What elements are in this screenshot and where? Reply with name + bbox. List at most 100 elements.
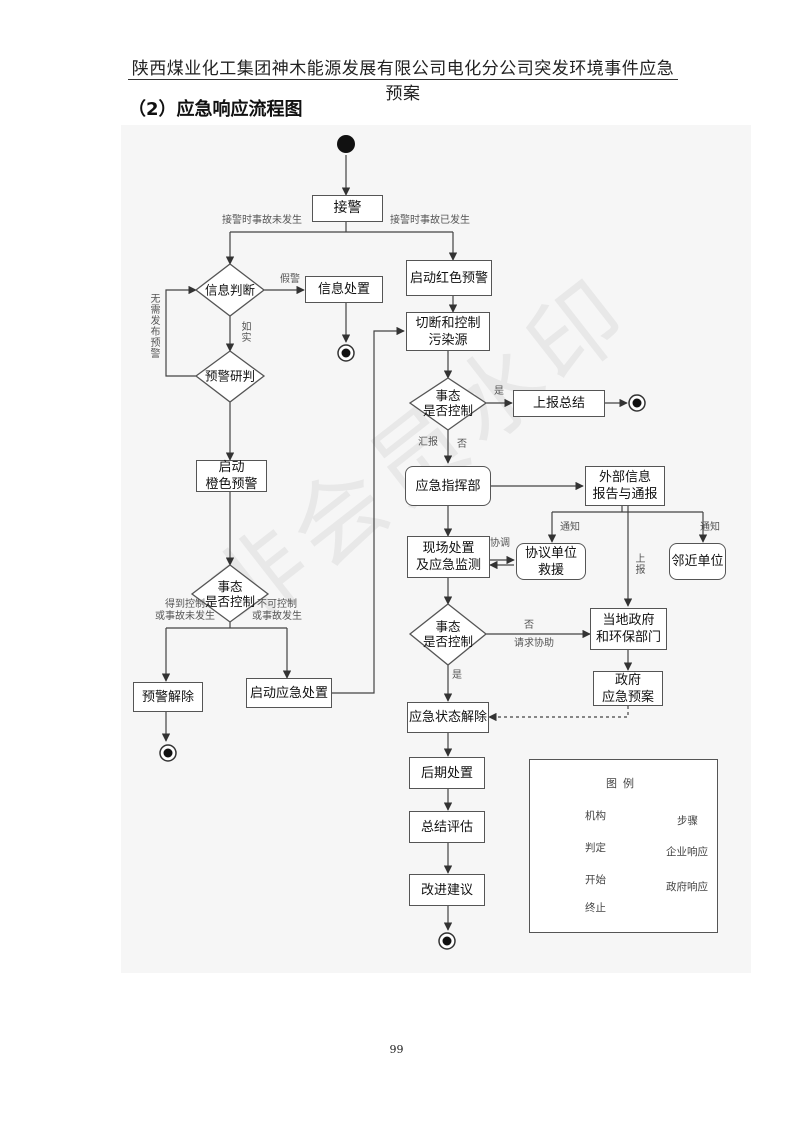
edge-label-yes2: 是 <box>452 670 462 681</box>
edge-ctrl1-split <box>166 622 287 629</box>
legend-enterprise-label: 企业响应 <box>666 846 708 858</box>
section-title: （2）应急响应流程图 <box>128 99 303 120</box>
edge-label-report-up: 上报 <box>633 553 644 575</box>
legend-step-label: 步骤 <box>677 815 698 827</box>
step-ext-report-line2: 报告与通报 <box>592 487 658 502</box>
step-orange-warning: 启动 橙色预警 <box>196 460 267 492</box>
edge-label-no-publish: 无需发布预警 <box>148 293 159 359</box>
edge-label-notify2: 通知 <box>700 522 720 533</box>
edge-label-report: 汇报 <box>418 437 438 448</box>
legend-title: 图例 <box>606 777 640 790</box>
edge-label-not-happened: 接警时事故未发生 <box>222 215 302 226</box>
step-start-disposal-label: 启动应急处置 <box>249 685 328 701</box>
decision-ctrl1-label: 事态 是否控制 <box>205 579 255 609</box>
step-onsite-line1: 现场处置 <box>422 541 475 556</box>
header-rule <box>128 79 678 80</box>
step-report-summary: 上报总结 <box>513 390 605 417</box>
edge-label-no1: 否 <box>457 439 467 450</box>
legend-decision-label: 判定 <box>585 842 606 854</box>
decision-ctrl3-line1: 事态 <box>435 619 461 634</box>
step-info-disposal: 信息处置 <box>305 276 383 303</box>
step-emergency-lift: 应急状态解除 <box>407 702 489 733</box>
end-node-warning <box>159 744 177 762</box>
decision-ctrl2-label: 事态 是否控制 <box>423 388 473 418</box>
legend-government-label: 政府响应 <box>666 881 708 893</box>
step-report-summary-label: 上报总结 <box>532 396 585 411</box>
step-orange-line2: 橙色预警 <box>205 477 258 492</box>
decision-ctrl3-line2: 是否控制 <box>422 634 474 649</box>
org-government: 当地政府 和环保部门 <box>590 608 667 650</box>
step-emergency-lift-label: 应急状态解除 <box>408 710 487 725</box>
org-coop-line2: 救援 <box>537 562 564 578</box>
legend-end-label: 终止 <box>585 902 606 914</box>
edge-alarm-split <box>230 222 453 233</box>
edge-label-uncontrolled: 不可控制 或事故发生 <box>252 599 302 623</box>
edge-label-happened: 接警时事故已发生 <box>390 215 470 226</box>
edge-start-disposal-loop <box>332 326 405 694</box>
org-government-line1: 当地政府 <box>602 613 655 628</box>
legend-org-label: 机构 <box>585 810 606 822</box>
step-alarm: 接警 <box>312 195 383 222</box>
step-gov-plan: 政府 应急预案 <box>593 671 663 706</box>
org-neighbor: 邻近单位 <box>669 543 726 580</box>
decision-warning-research-label: 预警研判 <box>204 368 256 384</box>
step-warning-lift-label: 预警解除 <box>141 689 194 705</box>
edge-label-notify1: 通知 <box>560 522 580 533</box>
edge-label-no2: 否 <box>524 620 534 631</box>
org-government-line2: 和环保部门 <box>595 630 661 645</box>
edge-no-publish-loop <box>165 285 197 377</box>
step-ext-report: 外部信息 报告与通报 <box>585 466 665 506</box>
step-red-warning-label: 启动红色预警 <box>409 270 488 286</box>
org-neighbor-label: 邻近单位 <box>671 554 724 569</box>
decision-diamond-ctrl1 <box>190 564 270 623</box>
decision-ctrl1-line1: 事态 <box>217 579 243 594</box>
org-coop: 协议单位 救援 <box>516 543 586 580</box>
step-alarm-label: 接警 <box>333 200 362 216</box>
edge-label-controlled-line2: 或事故未发生 <box>155 611 215 622</box>
step-improve: 改进建议 <box>409 874 485 906</box>
decision-diamond-warning-research <box>194 350 266 403</box>
step-cut-control: 切断和控制 污染源 <box>406 312 490 351</box>
step-warning-lift: 预警解除 <box>133 682 203 712</box>
step-info-disposal-label: 信息处置 <box>317 282 370 297</box>
decision-ctrl1-line2: 是否控制 <box>204 594 256 609</box>
edge-label-false-alarm: 假警 <box>280 274 300 285</box>
decision-ctrl2-line2: 是否控制 <box>422 403 474 418</box>
end-node-final <box>438 932 456 950</box>
step-post: 后期处置 <box>409 757 485 789</box>
org-coop-line1: 协议单位 <box>524 545 577 561</box>
step-orange-line1: 启动 <box>218 460 245 475</box>
step-gov-plan-line2: 应急预案 <box>601 689 654 705</box>
edge-label-uncontrolled-line1: 不可控制 <box>257 599 297 610</box>
step-post-label: 后期处置 <box>420 765 473 781</box>
edge-label-truth: 如实 <box>239 321 250 343</box>
decision-info-judge-label: 信息判断 <box>204 282 256 298</box>
step-improve-label: 改进建议 <box>420 882 473 898</box>
edge-label-uncontrolled-line2: 或事故发生 <box>252 611 302 622</box>
step-onsite-line2: 及应急监测 <box>415 558 481 573</box>
edge-label-yes1: 是 <box>494 386 504 397</box>
document-header: 陕西煤业化工集团神木能源发展有限公司电化分公司突发环境事件应急预案 <box>131 59 675 104</box>
step-evaluate: 总结评估 <box>409 811 485 843</box>
edge-label-controlled-line1: 得到控制 <box>165 599 205 610</box>
legend-start-label: 开始 <box>585 874 606 886</box>
end-node-info <box>337 344 355 362</box>
decision-diamond-ctrl3 <box>408 603 488 666</box>
edge-label-controlled: 得到控制 或事故未发生 <box>155 599 215 623</box>
edge-label-request-help: 请求协助 <box>514 638 554 649</box>
org-command: 应急指挥部 <box>405 466 491 506</box>
step-start-disposal: 启动应急处置 <box>246 678 332 708</box>
step-onsite: 现场处置 及应急监测 <box>407 536 490 578</box>
page-number: 99 <box>389 1043 404 1056</box>
step-cut-control-line1: 切断和控制 <box>415 315 481 331</box>
start-node <box>337 135 355 153</box>
legend <box>529 759 718 933</box>
decision-ctrl2-line1: 事态 <box>435 388 461 403</box>
step-red-warning: 启动红色预警 <box>406 260 492 296</box>
end-node-report <box>628 394 646 412</box>
decision-ctrl3-label: 事态 是否控制 <box>423 619 473 649</box>
decision-diamond-ctrl2 <box>408 377 488 431</box>
edge-gov-lift <box>488 706 629 722</box>
org-command-label: 应急指挥部 <box>415 478 481 494</box>
step-gov-plan-line1: 政府 <box>614 672 641 688</box>
